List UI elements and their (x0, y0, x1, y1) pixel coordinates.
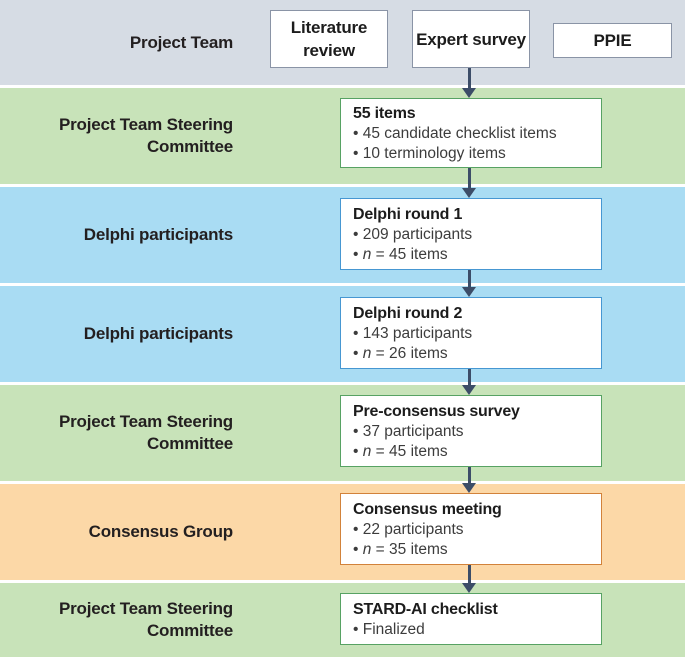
bullet-text: • 143 participants (353, 324, 473, 342)
bullet-text: • 209 participants (353, 225, 473, 243)
flow-box-title: Delphi round 2 (353, 304, 463, 322)
row-label-line1: Delphi participants (83, 225, 233, 244)
row-label-line2: Committee (146, 137, 233, 156)
ppie-box: PPIE (553, 23, 672, 58)
flow-box-bullet: • n = 26 items (353, 344, 589, 364)
flow-arrow-line (468, 270, 471, 288)
flow-arrow-line (468, 369, 471, 386)
flow-box-title: STARD-AI checklist (353, 600, 498, 618)
row-label-line1: Consensus Group (88, 522, 234, 541)
bullet-text: • (353, 442, 363, 460)
flow-box-bullet: • n = 45 items (353, 245, 589, 265)
row-label-line2: Committee (146, 434, 233, 453)
bullet-text: = 35 items (371, 540, 448, 558)
bullet-text: • (353, 540, 363, 558)
bullet-italic: n (362, 344, 372, 362)
flow-box-bullet: • 37 participants (353, 422, 589, 442)
bullet-text: • (353, 344, 363, 362)
flow-arrow-line (468, 68, 471, 89)
flow-box-bullet: • 10 terminology items (353, 144, 589, 164)
flow-box-stard-ai-checklist: STARD-AI checklist • Finalized (340, 593, 602, 645)
flow-box-bullet: • 209 participants (353, 225, 589, 245)
ppie-label: PPIE (593, 31, 632, 50)
row-label-line1: Project Team Steering (58, 599, 233, 618)
flow-box-title: 55 items (353, 104, 416, 122)
row-label-steering-committee-3: Project Team Steering Committee (0, 583, 233, 657)
row-label-line1: Project Team Steering (58, 115, 233, 134)
flow-box-delphi-round-2: Delphi round 2 • 143 participants • n = … (340, 297, 602, 369)
row-label-steering-committee-2: Project Team Steering Committee (0, 385, 233, 481)
literature-review-label: Literature review (290, 18, 368, 60)
bullet-italic: n (362, 442, 372, 460)
flow-arrow-head (462, 385, 476, 395)
flow-arrow-line (468, 467, 471, 484)
bullet-text: = 26 items (371, 344, 448, 362)
flow-arrow-head (462, 188, 476, 198)
flow-arrow-head (462, 287, 476, 297)
bullet-text: • 45 candidate checklist items (353, 124, 557, 142)
flow-box-bullet: • n = 45 items (353, 442, 589, 462)
row-label-steering-committee-1: Project Team Steering Committee (0, 88, 233, 184)
flow-box-bullet: • 22 participants (353, 520, 589, 540)
flow-box-bullet: • 143 participants (353, 324, 589, 344)
bullet-text: • Finalized (353, 620, 425, 638)
bullet-italic: n (362, 540, 372, 558)
flow-box-title: Consensus meeting (353, 500, 502, 518)
bullet-text: • 10 terminology items (353, 144, 506, 162)
flow-arrow-head (462, 583, 476, 593)
bullet-text: • 37 participants (353, 422, 464, 440)
flow-arrow-line (468, 565, 471, 584)
row-label-line1: Project Team (129, 32, 233, 52)
expert-survey-box: Expert survey (412, 10, 530, 68)
flow-box-bullet: • Finalized (353, 620, 589, 640)
bullet-italic: n (362, 245, 372, 263)
row-label-line2: Committee (146, 621, 233, 640)
flow-box-title: Delphi round 1 (353, 205, 463, 223)
flow-arrow-head (462, 483, 476, 493)
row-label-line1: Project Team Steering (58, 412, 233, 431)
flow-box-title: Pre-consensus survey (353, 402, 520, 420)
bullet-text: = 45 items (371, 442, 448, 460)
flow-box-consensus-meeting: Consensus meeting • 22 participants • n … (340, 493, 602, 565)
bullet-text: • (353, 245, 363, 263)
literature-review-box: Literature review (270, 10, 388, 68)
flow-arrow-line (468, 168, 471, 189)
row-label-delphi-participants-2: Delphi participants (0, 286, 233, 382)
bullet-text: • 22 participants (353, 520, 464, 538)
flow-arrow-head (462, 88, 476, 98)
flow-box-55-items: 55 items • 45 candidate checklist items … (340, 98, 602, 168)
flow-box-pre-consensus-survey: Pre-consensus survey • 37 participants •… (340, 395, 602, 467)
expert-survey-label: Expert survey (416, 29, 526, 49)
flow-box-delphi-round-1: Delphi round 1 • 209 participants • n = … (340, 198, 602, 270)
row-label-line1: Delphi participants (83, 324, 233, 343)
row-label-project-team: Project Team (0, 0, 233, 85)
row-label-consensus-group: Consensus Group (0, 484, 234, 580)
flow-box-bullet: • n = 35 items (353, 540, 589, 560)
bullet-text: = 45 items (371, 245, 448, 263)
row-label-delphi-participants-1: Delphi participants (0, 187, 233, 283)
flow-box-bullet: • 45 candidate checklist items (353, 124, 589, 144)
